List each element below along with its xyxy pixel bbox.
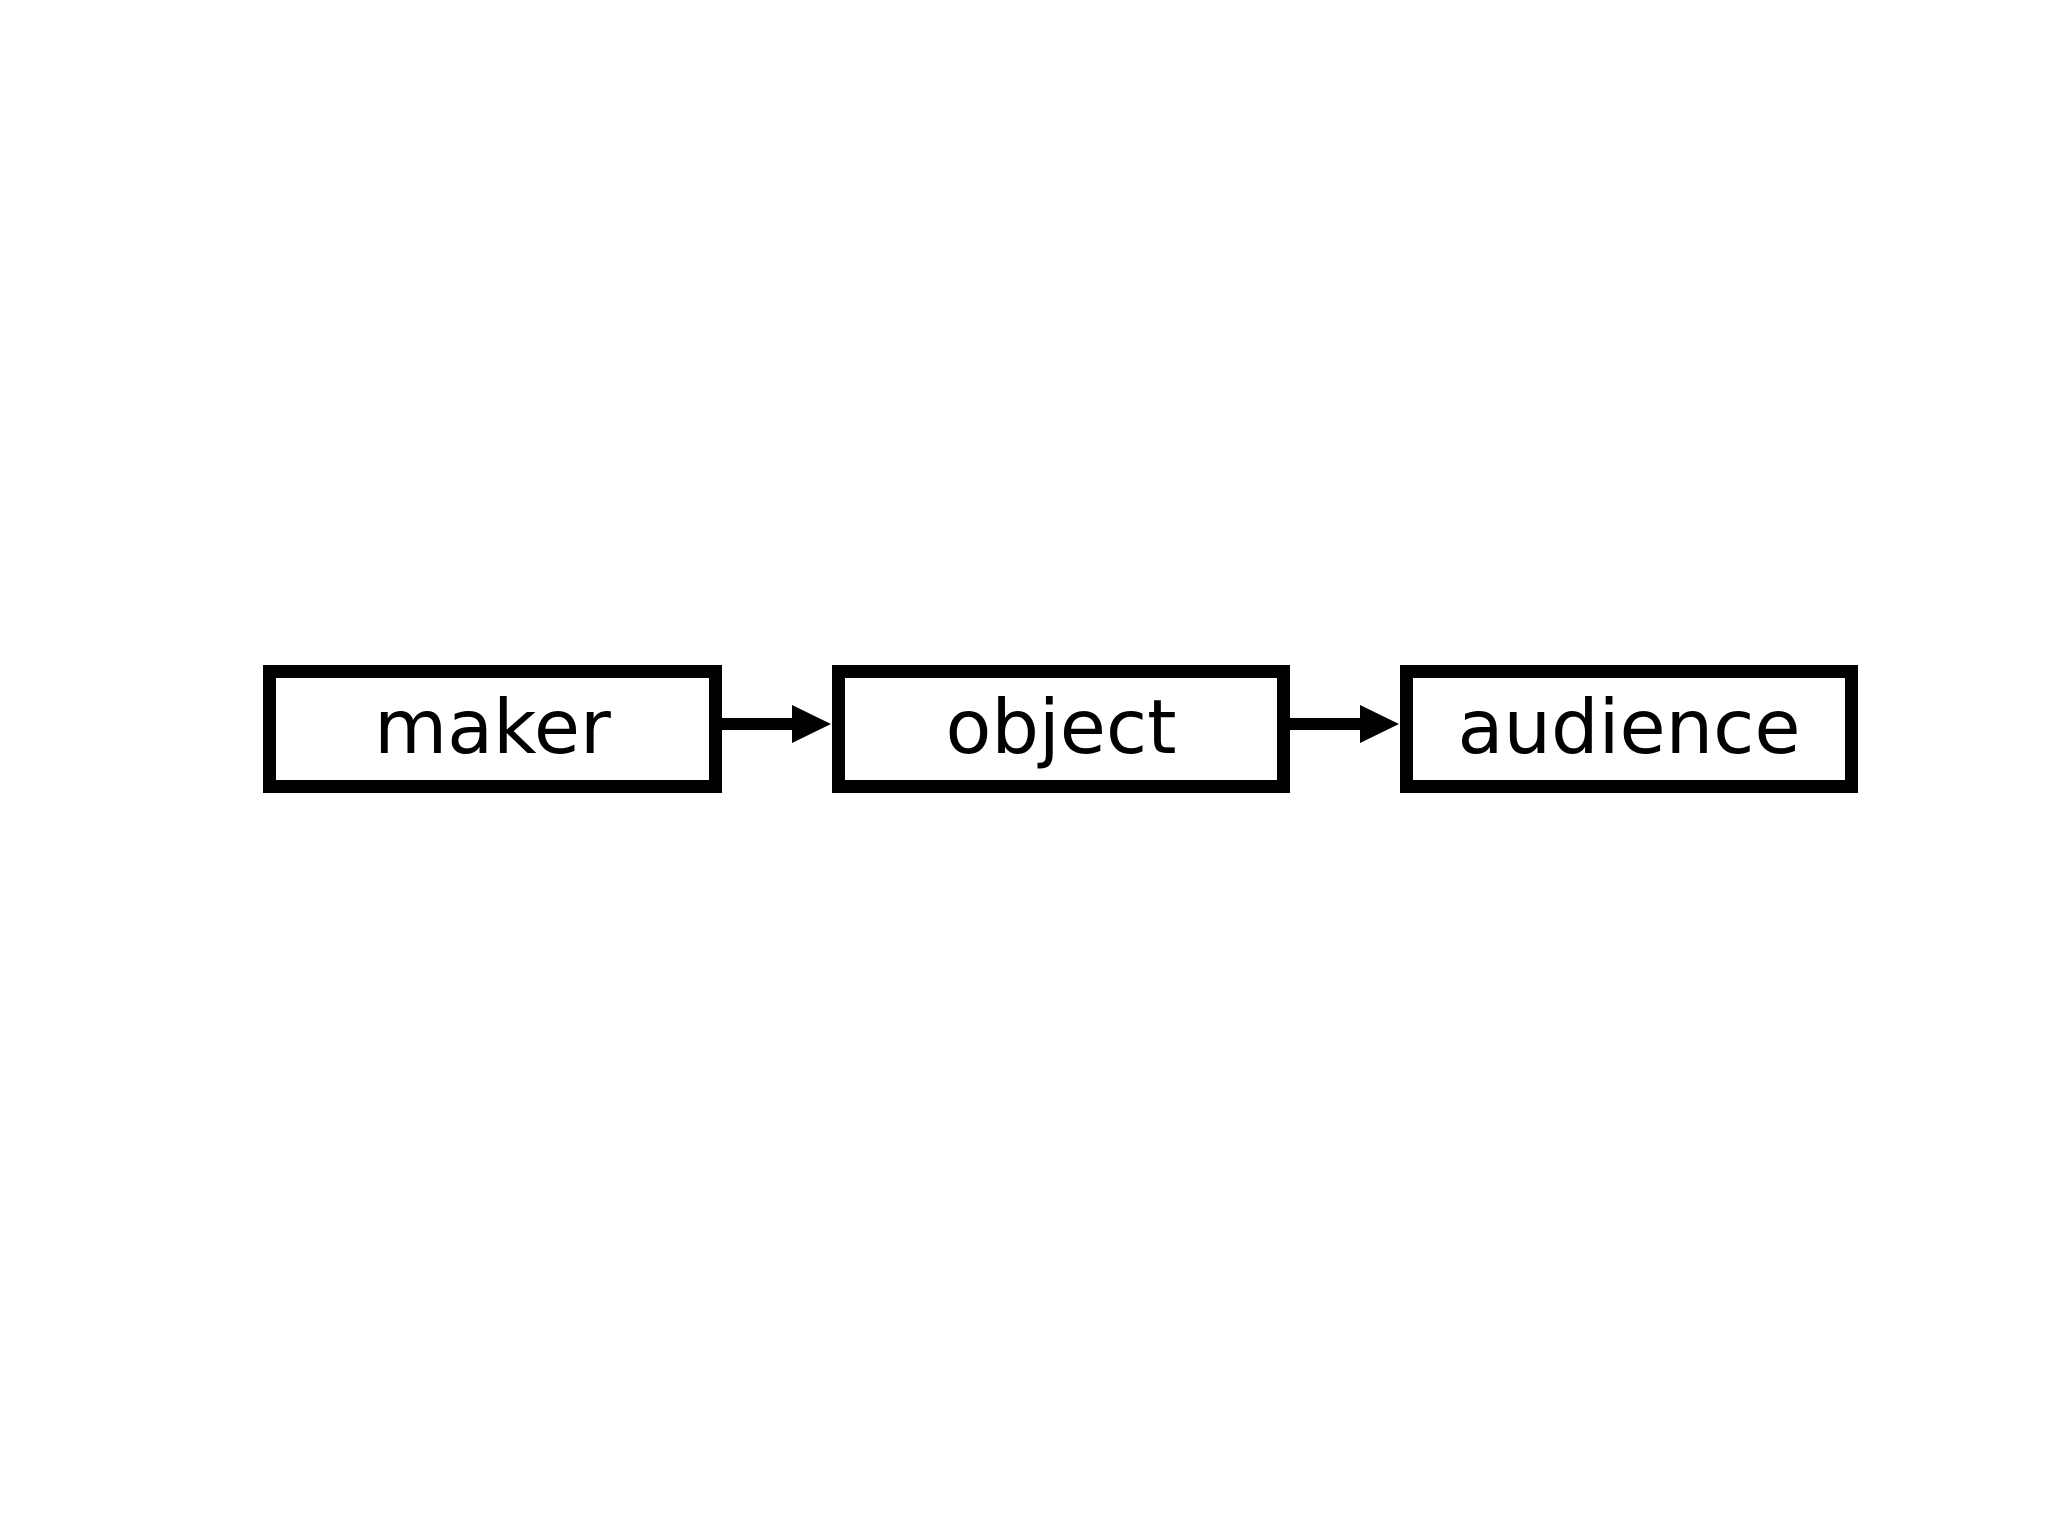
arrow-maker-to-object[interactable] [722,665,832,793]
arrow-shaft [722,718,797,730]
arrow-shaft [1290,718,1365,730]
arrowhead-icon [1360,705,1399,743]
node-maker[interactable]: maker [263,665,722,793]
arrowhead-icon [792,705,831,743]
arrow-object-to-audience[interactable] [1290,665,1400,793]
node-audience-label: audience [1457,682,1801,771]
node-maker-label: maker [374,682,611,771]
node-object-label: object [945,682,1177,771]
node-object[interactable]: object [832,665,1290,793]
node-audience[interactable]: audience [1400,665,1858,793]
flow-diagram: maker object audience [263,665,1858,793]
